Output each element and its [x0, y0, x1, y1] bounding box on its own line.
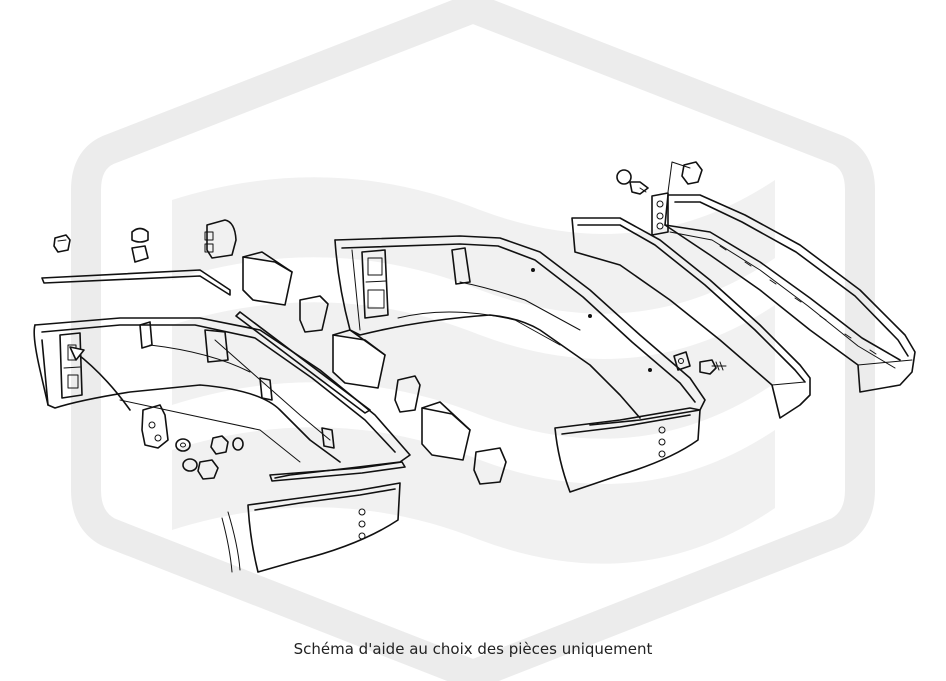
front-bracket-hardware — [141, 404, 244, 480]
nut — [197, 459, 219, 480]
front-bumper-side-extension — [221, 482, 401, 573]
washer — [182, 458, 198, 472]
bumper-mounting-bracket — [204, 219, 237, 259]
rear-bumper-reinforcement — [651, 192, 669, 236]
screw — [699, 359, 717, 375]
arrow-indicator — [69, 346, 131, 411]
impact-absorber — [242, 251, 471, 461]
screw — [629, 181, 649, 195]
rear-bumper-side-extension — [554, 407, 701, 493]
washer — [175, 438, 191, 452]
hexagon-logo-watermark-icon — [71, 0, 875, 681]
nut — [210, 435, 229, 455]
bumper-support — [299, 295, 507, 485]
fastener-clip — [53, 227, 149, 263]
rear-bracket-hardware — [616, 161, 727, 375]
washer — [616, 169, 632, 185]
diagram-caption: Schéma d'aide au choix des pièces unique… — [293, 640, 653, 658]
rear-bumper-trim-strip — [571, 217, 811, 419]
washer — [232, 437, 244, 451]
rear-bumper-cover — [334, 235, 706, 426]
front-bumper-trim-strip — [41, 269, 406, 482]
rear-bumper-impact-strip — [664, 194, 916, 393]
nut — [681, 161, 703, 185]
